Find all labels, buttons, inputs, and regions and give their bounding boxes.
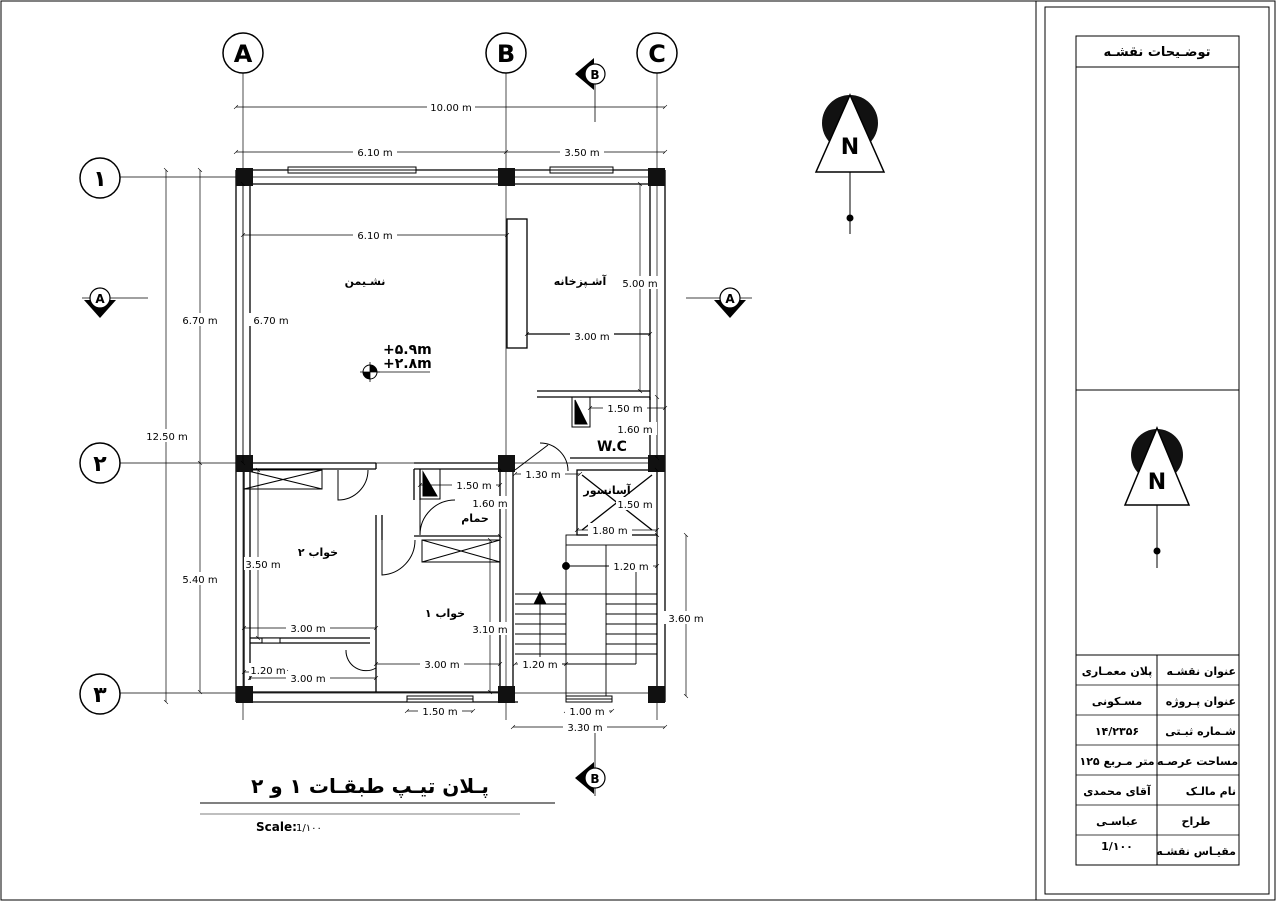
grid-bubble-c: C bbox=[636, 32, 678, 74]
room-kitchen: آشـپزخانه bbox=[554, 274, 607, 288]
title-block-frame bbox=[1044, 6, 1270, 895]
svg-text:B: B bbox=[590, 772, 599, 786]
room-labels: نشـیمن آشـپزخانه W.C حمام آسانسور خواب ٢… bbox=[298, 274, 631, 620]
grid-bubble-1: ١ bbox=[79, 157, 121, 199]
dim-stair-width: 1.20 m bbox=[613, 562, 648, 573]
dim-bedroom2-width: 3.00 m bbox=[290, 624, 325, 635]
tb-value-1: پلان معمـاری bbox=[1082, 665, 1152, 678]
room-bedroom1: خواب ١ bbox=[425, 607, 465, 620]
svg-text:N: N bbox=[841, 135, 859, 160]
tb-value-2: مسـکونی bbox=[1092, 695, 1142, 708]
dim-left-upper: 6.70 m bbox=[182, 316, 217, 327]
scale-caption: Scale: bbox=[256, 820, 297, 834]
tb-label-4: مساحت عرصـه bbox=[1157, 755, 1238, 768]
section-marker-b-top: B bbox=[575, 58, 606, 122]
svg-text:A: A bbox=[95, 292, 105, 306]
section-marker-a-left: A bbox=[82, 287, 148, 318]
tb-label-6: طراح bbox=[1182, 815, 1211, 828]
dim-bedroom2-height: 3.50 m bbox=[245, 560, 280, 571]
grid-bubble-a: A bbox=[222, 32, 264, 74]
section-marker-a-right: A bbox=[686, 287, 752, 318]
dim-window-bottom: 1.50 m bbox=[422, 707, 457, 718]
room-bath: حمام bbox=[461, 512, 489, 525]
svg-text:B: B bbox=[497, 40, 515, 68]
room-elevator: آسانسور bbox=[582, 483, 631, 497]
dim-left-lower: 5.40 m bbox=[182, 575, 217, 586]
title-block: توضـیحات نقشـه N عنوان نقشـه پلان معمـار… bbox=[1075, 35, 1240, 866]
dimension-labels: 10.00 m 6.10 m 3.50 m 12.50 m 6.70 m 5.4… bbox=[145, 100, 708, 734]
north-arrow-icon: N bbox=[814, 93, 886, 234]
svg-text:A: A bbox=[725, 292, 735, 306]
dim-wc-height: 1.60 m bbox=[617, 425, 652, 436]
dim-closet-width: 1.20 m bbox=[250, 666, 285, 677]
dim-kitchen-height: 5.00 m bbox=[622, 279, 657, 290]
tb-value-4: متر مـربع ۱۲۵ bbox=[1079, 755, 1154, 768]
tb-value-7: 1/۱۰۰ bbox=[1101, 840, 1133, 853]
room-bedroom2: خواب ٢ bbox=[298, 546, 338, 559]
dim-living-width: 6.10 m bbox=[357, 231, 392, 242]
tb-value-5: آقای محمدی bbox=[1083, 784, 1151, 798]
section-marker-b-bottom: B bbox=[575, 722, 606, 796]
svg-text:C: C bbox=[648, 40, 666, 68]
dim-inner-upper: 6.70 m bbox=[253, 316, 288, 327]
svg-text:N: N bbox=[1148, 470, 1166, 495]
level-line2: +۲.۸m bbox=[383, 356, 432, 372]
dim-elevator-width: 1.80 m bbox=[592, 526, 627, 537]
dim-bath-height: 1.60 m bbox=[472, 499, 507, 510]
drawing-title: پـلان تیـپ طبقـات ١ و ٢ bbox=[251, 774, 489, 799]
svg-text:١: ١ bbox=[93, 167, 106, 192]
svg-text:B: B bbox=[590, 68, 599, 82]
tb-label-2: عنوان پـروژه bbox=[1166, 695, 1236, 708]
dim-top-total: 10.00 m bbox=[430, 103, 472, 114]
svg-text:A: A bbox=[234, 40, 253, 68]
room-living: نشـیمن bbox=[345, 275, 386, 288]
dim-bath-width: 1.50 m bbox=[456, 481, 491, 492]
dim-top-right: 3.50 m bbox=[564, 148, 599, 159]
dim-bottom-left-width: 3.00 m bbox=[290, 674, 325, 685]
scale-value: 1/۱۰۰ bbox=[296, 823, 322, 834]
grid-bubble-2: ٢ bbox=[79, 442, 121, 484]
svg-text:٣: ٣ bbox=[93, 683, 107, 708]
dim-wc-door: 1.30 m bbox=[525, 470, 560, 481]
dim-top-left: 6.10 m bbox=[357, 148, 392, 159]
tb-label-7: مقیـاس نقشـه bbox=[1156, 845, 1236, 858]
windows bbox=[261, 166, 614, 703]
tb-label-5: نام مالـک bbox=[1186, 785, 1236, 798]
dim-bedroom1-width: 3.00 m bbox=[424, 660, 459, 671]
level-line1: +۵.۹m bbox=[383, 342, 432, 358]
dim-bedroom1-height: 3.10 m bbox=[472, 625, 507, 636]
room-wc: W.C bbox=[597, 439, 627, 455]
tb-label-1: عنوان نقشـه bbox=[1166, 665, 1236, 678]
dim-elevator-height: 1.50 m bbox=[617, 500, 652, 511]
dim-stair-landing: 1.20 m bbox=[522, 660, 557, 671]
dim-bottom-right: 3.30 m bbox=[567, 723, 602, 734]
dim-kitchen-width: 3.00 m bbox=[574, 332, 609, 343]
drawing-title-block: پـلان تیـپ طبقـات ١ و ٢ Scale: 1/۱۰۰ bbox=[200, 774, 555, 834]
svg-text:٢: ٢ bbox=[93, 452, 107, 477]
built-in-cabinets bbox=[243, 396, 591, 563]
dim-stair-height: 3.60 m bbox=[668, 614, 703, 625]
dim-left-total: 12.50 m bbox=[146, 432, 188, 443]
dim-stair-door: 1.00 m bbox=[569, 707, 604, 718]
level-marker: +۵.۹m +۲.۸m bbox=[360, 342, 432, 382]
dim-wc-width: 1.50 m bbox=[607, 404, 642, 415]
tb-value-6: عباسـی bbox=[1096, 815, 1138, 828]
grid-bubble-b: B bbox=[485, 32, 527, 74]
north-arrow-small-icon: N bbox=[1123, 426, 1191, 568]
grid-bubble-3: ٣ bbox=[79, 673, 121, 715]
doors bbox=[337, 442, 569, 672]
tb-value-3: ۱۴/۲۳۵۶ bbox=[1095, 725, 1139, 738]
tb-label-3: شـماره ثبـتی bbox=[1165, 725, 1236, 738]
notes-header: توضـیحات نقشـه bbox=[1104, 45, 1211, 60]
